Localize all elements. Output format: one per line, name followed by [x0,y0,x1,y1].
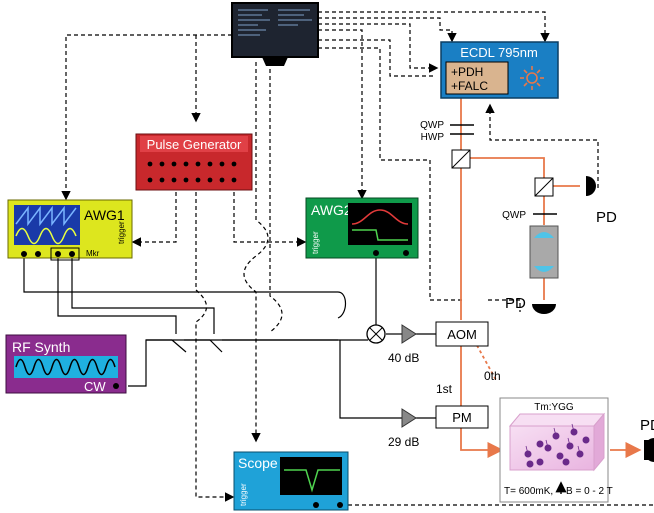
order-1-label: 1st [436,382,453,396]
awg1[interactable]: AWG1 trigger Mkr [7,199,133,261]
falc-label: +FALC [451,79,488,93]
awg1-label: AWG1 [84,207,125,223]
pbs-2 [534,177,554,197]
ecdl-label: ECDL 795nm [460,45,538,60]
computer[interactable] [231,2,319,66]
amplifier-40db: 40 dB [388,324,419,365]
optical-path [460,98,642,459]
pulse-generator-label: Pulse Generator [147,137,242,152]
pbs-1 [451,149,471,169]
ecdl-laser[interactable]: ECDL 795nm +PDH +FALC [440,41,559,99]
atoms-icon [524,428,590,468]
sine-icon [15,227,77,245]
pd-right-label: PD [596,209,617,226]
scope[interactable]: Scope trigger [233,451,349,511]
photodiode-left: PD [505,295,556,314]
rf-synth-label: RF Synth [12,339,70,355]
scope-label: Scope [238,455,278,471]
dashed-control-lines [61,11,654,506]
lock-box [445,61,509,95]
field-label: B = 0 - 2 T [566,486,613,497]
chirp-icon [352,229,408,241]
hwp-label: HWP [421,132,445,143]
awg1-screen [14,205,80,245]
output-ports [147,161,237,183]
pd-edge-label: PD [640,417,654,434]
rf-cables [23,256,436,419]
hwp: HWP [421,132,474,143]
photodiode-right: PD [586,176,617,226]
cw-label: CW [84,379,106,394]
qwp-top: QWP [420,120,474,131]
reference-cavity [529,225,559,279]
scope-screen [280,457,342,495]
aom-label: AOM [447,327,477,342]
pd-left-label: PD [505,295,526,312]
awg1-ports [21,251,75,257]
code-lines-icon [238,9,312,36]
amp1-gain-label: 40 dB [388,351,419,365]
awg2-trigger-label: trigger [311,231,320,254]
pdh-label: +PDH [451,65,483,79]
photodiode-edge: PD [640,417,654,462]
scope-trigger-label: trigger [239,483,248,506]
gaussian-pulse-icon [351,209,409,225]
qwp-top-label: QWP [420,120,444,131]
pm-label: PM [452,410,472,425]
phase-modulator: PM [435,405,489,429]
rf-synth[interactable]: RF Synth CW [5,334,127,394]
qwp-mid-label: QWP [502,210,526,221]
rf-screen [14,356,118,378]
awg1-mkr-label: Mkr [86,249,100,258]
mixer [366,324,386,344]
crystal-panel: Tm:YGG T= 600mK, B = 0 - 2 T [499,397,613,503]
amplifier-29db: 29 dB [388,408,419,449]
order-0-label: 0th [484,369,501,383]
spin-arrows [525,423,581,455]
awg2[interactable]: AWG2 trigger [305,197,419,259]
awg2-label: AWG2 [311,202,352,218]
aom: AOM [435,321,489,347]
qwp-mid: QWP [502,210,557,221]
pulse-generator[interactable]: Pulse Generator [135,133,253,191]
absorption-dip-icon [284,469,340,493]
conditions-label: T= 600mK, [504,486,553,497]
crystal-label: Tm:YGG [534,402,574,413]
monitor-stand [262,57,288,66]
sawtooth-icon [15,205,77,227]
sine-wave-icon [15,358,116,376]
amp2-gain-label: 29 dB [388,435,419,449]
laser-star-icon [520,66,544,90]
awg1-trigger-label: trigger [117,221,126,244]
